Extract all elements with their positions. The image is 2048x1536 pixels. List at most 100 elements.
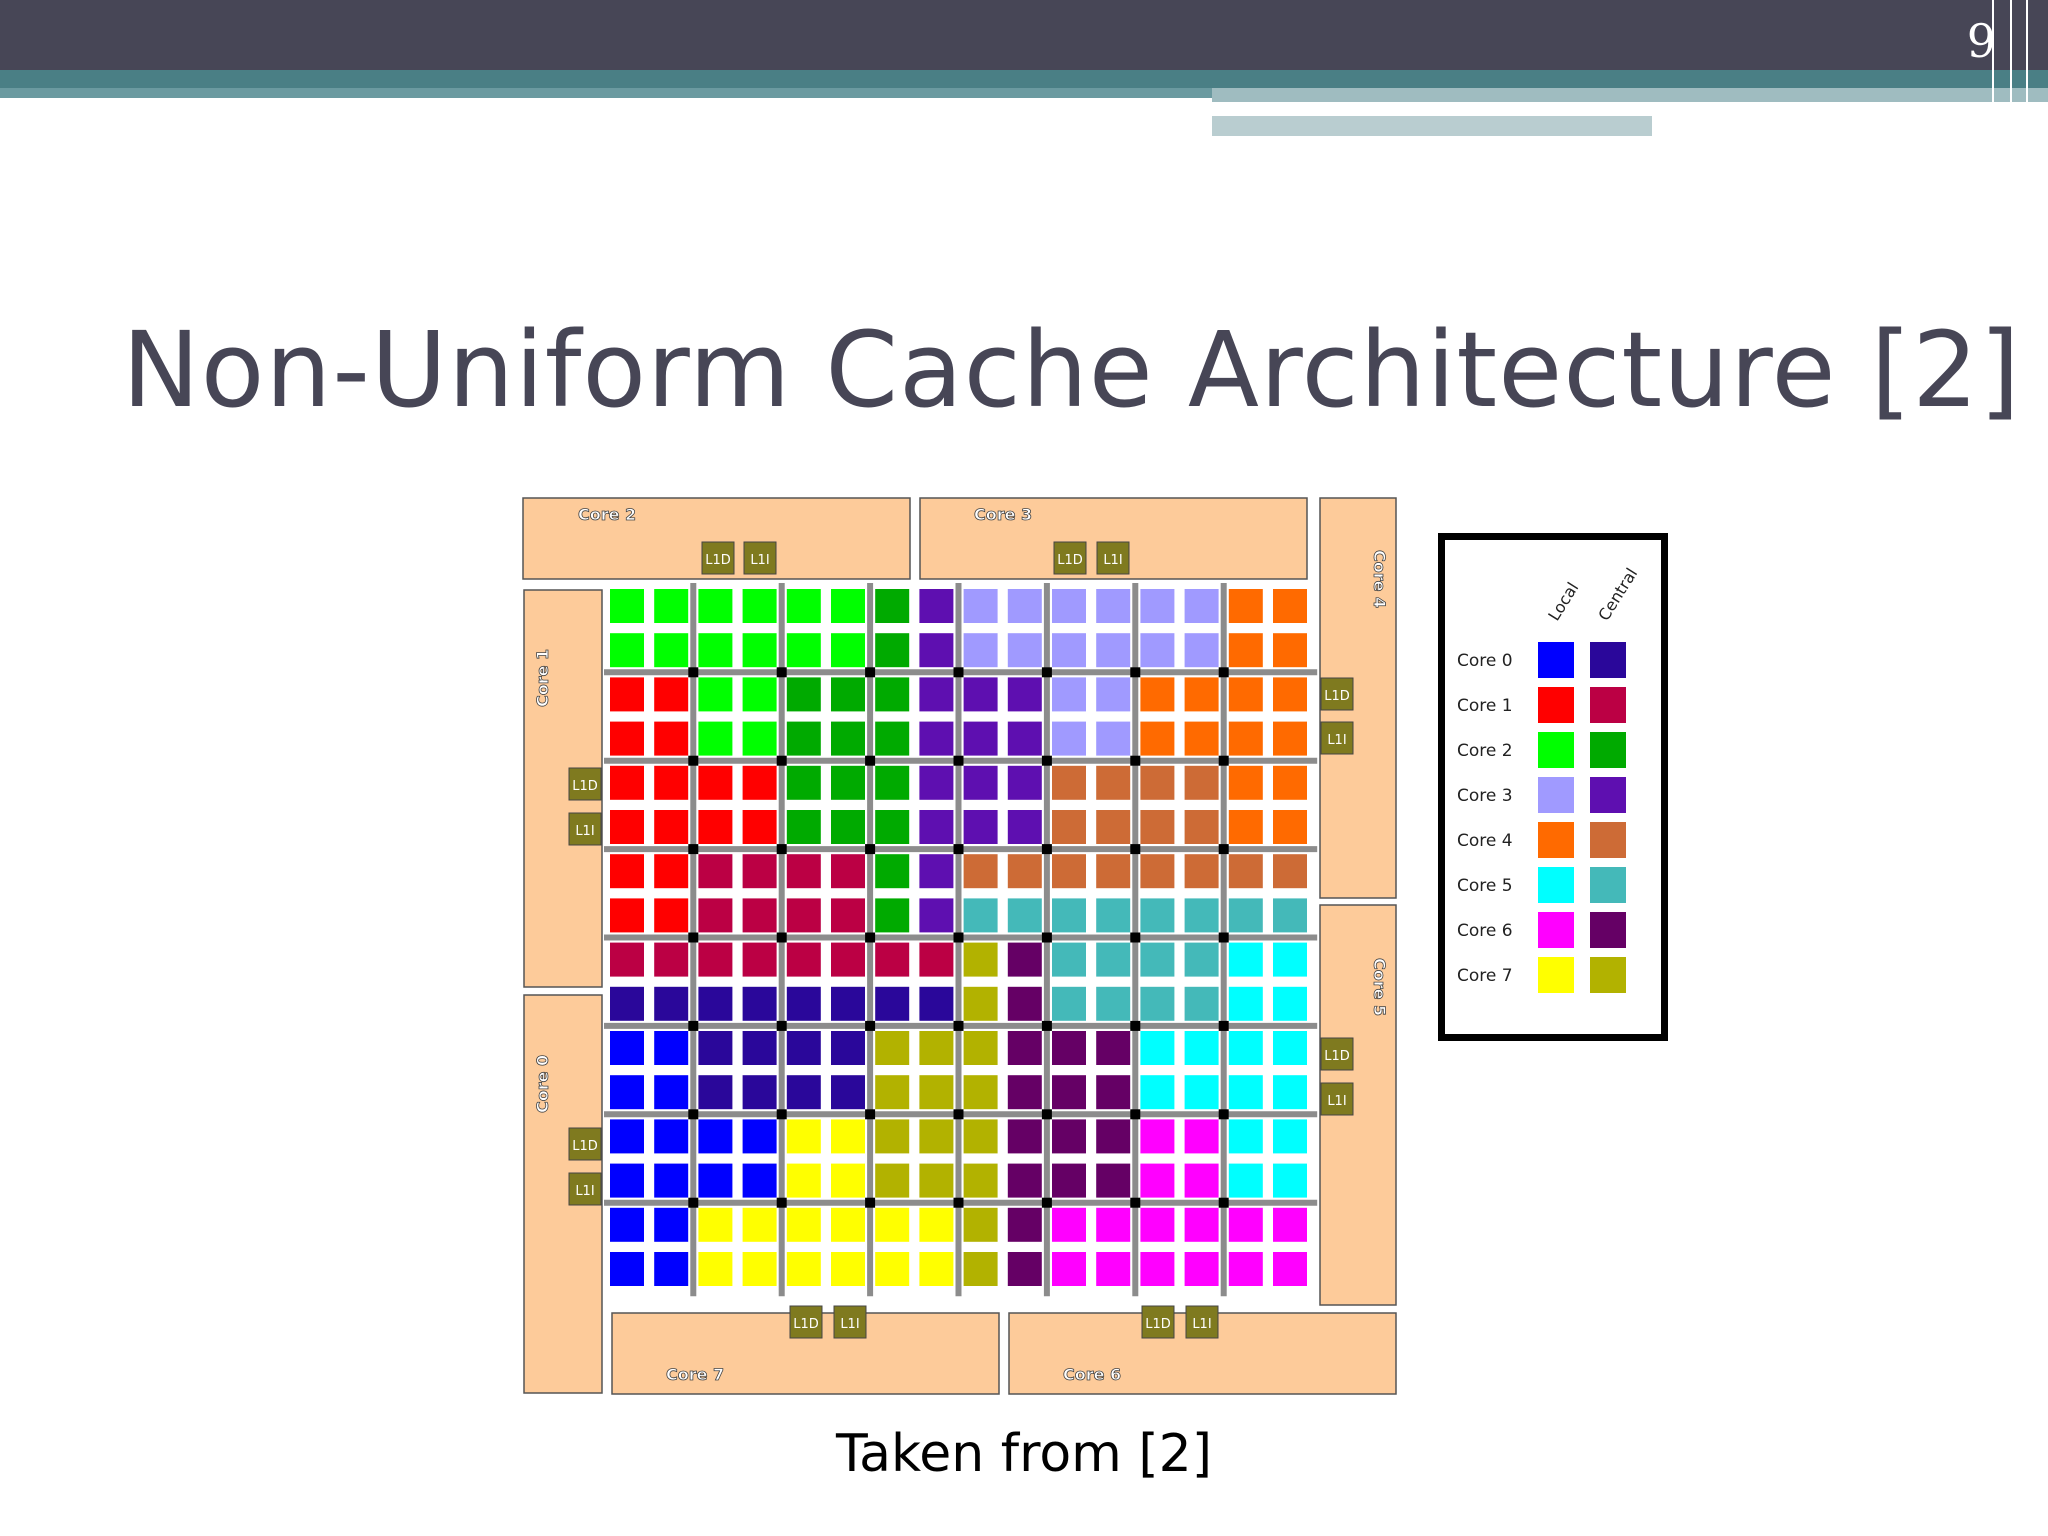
cache-bank [654,1031,689,1065]
router-node [776,1109,787,1120]
cache-bank [610,1075,644,1110]
cache-bank [1228,1163,1263,1198]
legend-local-swatch [1538,642,1574,678]
legend-col-central: Central [1594,565,1641,624]
cache-bank [654,633,689,668]
cache-bank [831,1075,865,1110]
cache-bank [1140,986,1175,1021]
router-node [1041,667,1052,678]
router-node [1041,1109,1052,1120]
core1-l1d-label: L1D [572,779,598,794]
cache-bank [831,1031,865,1065]
cache-bank [1273,942,1307,977]
core7-l1d-box [789,1305,823,1339]
cache-bank [963,1075,998,1110]
core5-l1-caches: L1D L1I [1320,1037,1354,1116]
cache-bank [1228,765,1263,800]
cache-bank [919,1119,954,1154]
cache-bank [919,854,954,889]
core1-l1i-label: L1I [575,824,594,839]
cache-bank [963,898,998,933]
cache-bank [1140,1207,1175,1242]
cache-bank [919,986,954,1021]
cache-bank [831,765,865,800]
cache-bank [654,986,689,1021]
cache-bank [654,1075,689,1110]
legend-local-swatch [1538,732,1574,768]
cache-bank [1052,1252,1086,1286]
cache-bank [831,898,865,933]
core1-l1d-box [568,767,602,801]
cache-bank [1228,942,1263,977]
cache-bank [610,854,644,889]
cache-bank [1273,1207,1307,1242]
cache-bank [698,1252,733,1286]
cache-bank-grid [610,589,1307,1286]
legend-central-swatch [1590,642,1626,678]
core0-l1i-box [568,1172,602,1206]
cache-bank [1228,721,1263,756]
core0-l1d-label: L1D [572,1139,598,1154]
cache-bank [1052,854,1086,889]
cache-bank [786,765,821,800]
router-node [688,755,699,766]
router-node [865,667,876,678]
banner-divider-2 [2010,0,2012,140]
cache-bank [919,677,954,712]
cache-bank [1096,810,1131,844]
cache-bank [875,677,910,712]
cache-bank [1184,1031,1219,1065]
router-node [1041,1020,1052,1031]
core6-l1i-box [1185,1305,1219,1339]
core6-l1d-box [1141,1305,1175,1339]
cache-bank [742,810,777,844]
cache-bank [1184,942,1219,977]
cache-bank [1007,1031,1042,1065]
cache-bank [654,898,689,933]
core5-l1i-label: L1I [1327,1094,1346,1109]
router-node [865,1109,876,1120]
core2-l1i-box [743,541,777,575]
cache-bank [654,765,689,800]
cache-bank [742,942,777,977]
legend-central-swatch [1590,957,1626,993]
cache-bank [1273,898,1307,933]
core0-label: Core 0 [533,1055,552,1113]
cache-bank [786,986,821,1021]
core2-l1i-label: L1I [750,553,769,568]
banner-dark-band [0,0,2048,70]
cache-bank [1228,589,1263,623]
router-node [688,932,699,943]
router-node [953,1109,964,1120]
cache-bank [786,942,821,977]
cache-bank [1007,765,1042,800]
cache-bank [963,810,998,844]
banner-teal-band [0,70,2048,88]
router-node [1130,667,1141,678]
cache-bank [1007,1163,1042,1198]
cache-bank [742,1163,777,1198]
cache-bank [1052,1075,1086,1110]
core3-label: Core 3 [974,505,1032,524]
cache-bank [1184,1252,1219,1286]
router-node [1130,1197,1141,1208]
cache-bank [610,898,644,933]
router-node [1218,1020,1229,1031]
cache-bank [1096,1163,1131,1198]
cache-bank [1096,1119,1131,1154]
core7-l1-caches: L1D L1I [789,1305,867,1339]
router-node [865,755,876,766]
cache-bank [786,721,821,756]
cache-bank [654,1207,689,1242]
cache-bank [654,1252,689,1286]
core6-label: Core 6 [1063,1365,1121,1384]
cache-bank [1273,854,1307,889]
cache-bank [1052,810,1086,844]
cache-bank [1007,854,1042,889]
router-node [1218,844,1229,855]
legend-local-swatch [1538,822,1574,858]
cache-bank [963,633,998,668]
legend-row-label: Core 2 [1457,741,1513,761]
cache-bank [1184,898,1219,933]
